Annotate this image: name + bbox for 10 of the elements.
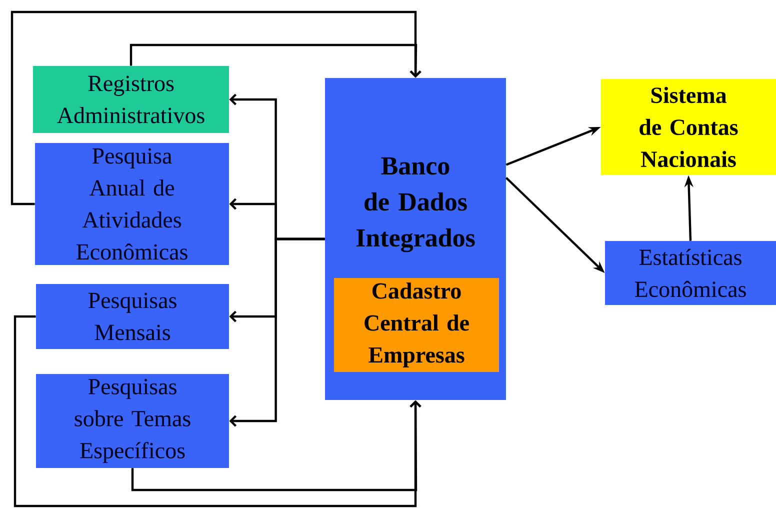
arrow [130,44,422,78]
process-box: Pesquisa Anual de Atividades Econômicas [35,143,229,265]
process-box: Cadastro Central de Empresas [334,278,499,372]
arrow [131,400,422,492]
process-box: Registros Administrativos [33,66,229,133]
arrow [229,238,325,427]
output-box: Sistema de Contas Nacionais [601,79,776,175]
process-box: Estatísticas Econômicas [605,240,776,305]
process-box: Pesquisas sobre Temas Específicos [36,374,229,468]
process-box: Pesquisas Mensais [36,284,229,349]
